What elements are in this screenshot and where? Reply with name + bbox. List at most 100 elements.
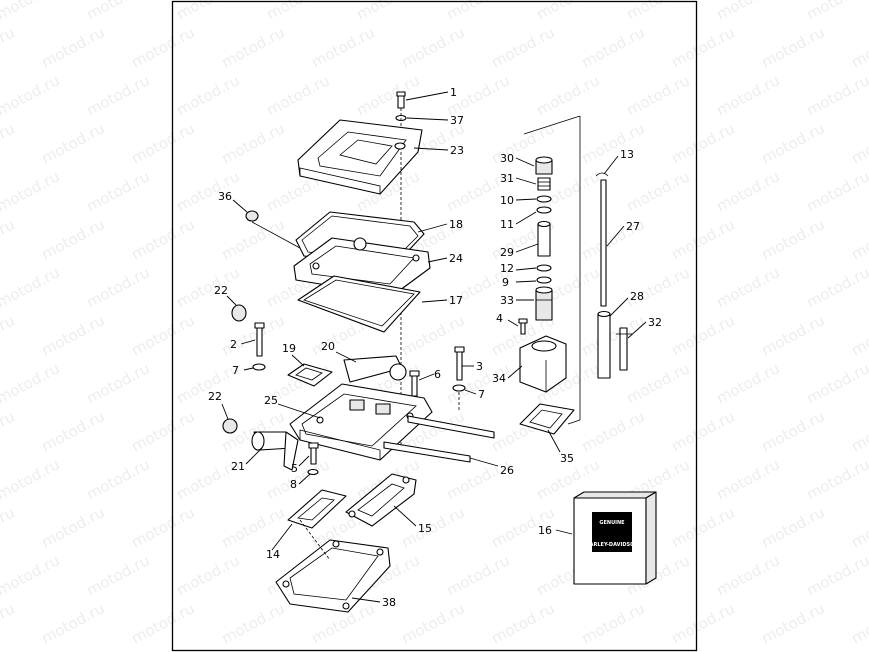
part-5-screw xyxy=(308,442,319,465)
callout-1: 1 xyxy=(450,86,457,99)
watermark-text: motod.ru xyxy=(848,215,869,263)
watermark-text: motod.ru xyxy=(128,503,197,551)
part-4-screw xyxy=(518,318,528,335)
watermark-text: motod.ru xyxy=(803,455,869,503)
callout-5: 5 xyxy=(291,462,298,475)
watermark-text: motod.ru xyxy=(443,551,512,599)
part-25-rocker-support xyxy=(289,383,433,461)
watermark-text: motod.ru xyxy=(398,23,467,71)
watermark-text: motod.ru xyxy=(443,455,512,503)
part-7-washer-left xyxy=(252,363,266,371)
part-8-washer xyxy=(307,468,319,476)
watermark-text: motod.ru xyxy=(758,23,827,71)
watermark-text: motod.ru xyxy=(83,71,152,119)
part-11-ring xyxy=(536,206,552,214)
watermark-text: motod.ru xyxy=(668,503,737,551)
watermark-text: motod.ru xyxy=(848,503,869,551)
watermark-text: motod.ru xyxy=(263,0,332,24)
callout-26: 26 xyxy=(500,464,514,477)
watermark-text: motod.ru xyxy=(83,551,152,599)
watermark-text: motod.ru xyxy=(218,311,287,359)
watermark-text: motod.ru xyxy=(803,263,869,311)
part-12-oring xyxy=(536,264,552,272)
part-31-spring xyxy=(537,177,551,191)
watermark-text: motod.ru xyxy=(128,215,197,263)
leader-lines xyxy=(221,91,647,603)
part-27-pushrod xyxy=(600,179,607,307)
callout-4: 4 xyxy=(496,312,503,325)
watermark-text: motod.ru xyxy=(623,167,692,215)
watermark-text: motod.ru xyxy=(713,263,782,311)
watermark-text: motod.ru xyxy=(848,311,869,359)
watermark-text: motod.ru xyxy=(533,0,602,24)
part-3-bolt xyxy=(454,346,465,381)
callout-9: 9 xyxy=(502,276,509,289)
callout-22-lower: 22 xyxy=(208,390,222,403)
watermark-text: motod.ru xyxy=(623,71,692,119)
callout-13: 13 xyxy=(620,148,634,161)
watermark-text: motod.ru xyxy=(533,71,602,119)
watermark-text: motod.ru xyxy=(623,359,692,407)
watermark-text: motod.ru xyxy=(218,503,287,551)
watermark-text: motod.ru xyxy=(668,407,737,455)
watermark-text: motod.ru xyxy=(218,23,287,71)
callout-38: 38 xyxy=(382,596,396,609)
part-16-genuine-box: GENUINE HARLEY-DAVIDSON xyxy=(573,491,657,585)
callout-24: 24 xyxy=(449,252,463,265)
watermark-text: motod.ru xyxy=(218,599,287,647)
part-23-rocker-cover xyxy=(297,119,423,195)
callout-11: 11 xyxy=(500,218,514,231)
part-21-rocker-arm xyxy=(251,431,299,471)
callout-16: 16 xyxy=(538,524,552,537)
callout-35: 35 xyxy=(560,452,574,465)
watermark-text: motod.ru xyxy=(803,71,869,119)
watermark-text: motod.ru xyxy=(803,167,869,215)
watermark-text: motod.ru xyxy=(758,119,827,167)
watermark-text: motod.ru xyxy=(173,167,242,215)
callout-32: 32 xyxy=(648,316,662,329)
callout-36: 36 xyxy=(218,190,232,203)
watermark-text: motod.ru xyxy=(398,503,467,551)
watermark-text: motod.ru xyxy=(38,23,107,71)
watermark-text: motod.ru xyxy=(758,215,827,263)
diagram-frame xyxy=(171,0,698,652)
watermark-text: motod.ru xyxy=(578,599,647,647)
callout-8: 8 xyxy=(290,478,297,491)
callout-12: 12 xyxy=(500,262,514,275)
callout-18: 18 xyxy=(449,218,463,231)
callout-numbers: 1 37 23 36 18 24 22 17 2 19 20 3 7 6 7 2… xyxy=(208,86,662,609)
callout-23: 23 xyxy=(450,144,464,157)
part-6-bolt xyxy=(409,370,420,397)
callout-17: 17 xyxy=(449,294,463,307)
watermark-text: motod.ru xyxy=(758,407,827,455)
watermark-text: motod.ru xyxy=(0,23,18,71)
callout-37: 37 xyxy=(450,114,464,127)
watermark-text: motod.ru xyxy=(0,119,18,167)
watermark-text: motod.ru xyxy=(578,311,647,359)
watermark-text: motod.ru xyxy=(0,263,63,311)
watermark-text: motod.ru xyxy=(0,599,18,647)
watermark-text: motod.ru xyxy=(578,119,647,167)
watermark-text: motod.ru xyxy=(173,0,242,24)
watermark-text: motod.ru xyxy=(128,23,197,71)
watermark-text: motod.ru xyxy=(848,599,869,647)
watermark-text: motod.ru xyxy=(713,455,782,503)
watermark-text: motod.ru xyxy=(38,215,107,263)
watermark-text: motod.ru xyxy=(623,263,692,311)
part-10-ring xyxy=(536,195,552,203)
watermark-text: motod.ru xyxy=(443,0,512,24)
part-38-base-gasket xyxy=(275,539,391,613)
watermark-text: motod.ru xyxy=(0,359,63,407)
watermark-text: motod.ru xyxy=(713,359,782,407)
part-13-clip xyxy=(595,172,609,177)
watermark-text: motod.ru xyxy=(83,167,152,215)
watermark-text: motod.ru xyxy=(713,71,782,119)
watermark-text: motod.ru xyxy=(578,407,647,455)
watermark-text: motod.ru xyxy=(668,599,737,647)
watermark-text: motod.ru xyxy=(758,503,827,551)
watermark-text: motod.ru xyxy=(83,455,152,503)
watermark-text: motod.ru xyxy=(173,551,242,599)
callout-15: 15 xyxy=(418,522,432,535)
part-29-pushrod-tube xyxy=(537,220,551,257)
